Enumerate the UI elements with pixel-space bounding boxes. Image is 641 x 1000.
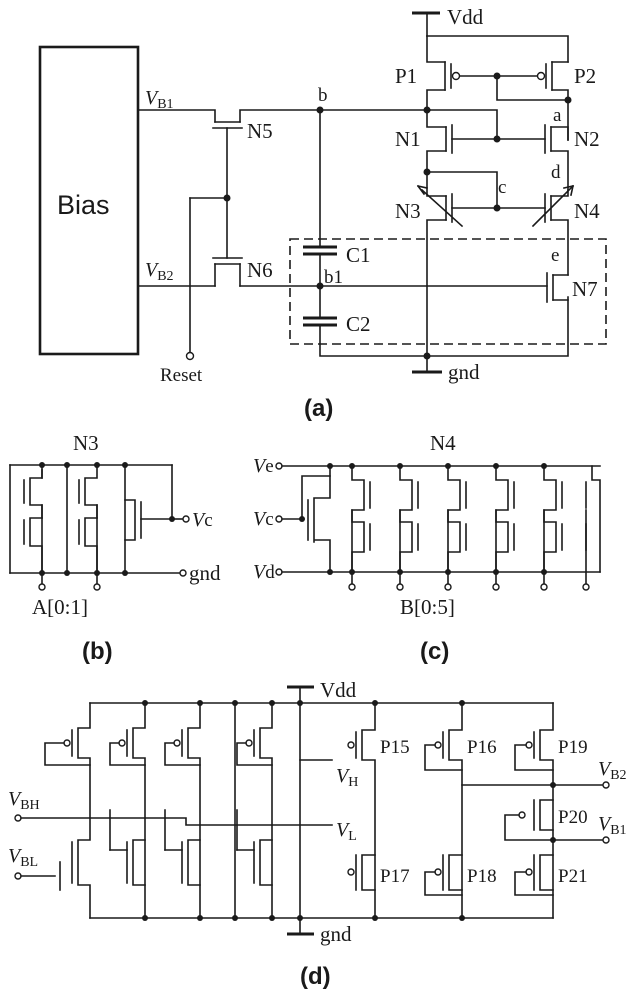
n1-label: N1 [395, 127, 421, 151]
vdd-label-d: Vdd [320, 678, 357, 702]
p20-label: P20 [558, 807, 588, 828]
n4-label: N4 [574, 199, 600, 223]
node-d-label: e [551, 245, 559, 266]
vb1-label-d: VB1 [598, 813, 627, 838]
bus-b-label: B[0:5] [400, 595, 455, 619]
gnd-label-a: gnd [448, 360, 480, 384]
inverter-chain [44, 702, 301, 919]
caption-a: (a) [304, 395, 333, 422]
n3-title: N3 [73, 431, 99, 455]
vbh-label: VBH [8, 788, 40, 813]
node-e-label: d [551, 162, 561, 183]
gnd-label-d: gnd [320, 922, 352, 946]
panel-d: Vdd gnd [8, 678, 627, 990]
caption-c: (c) [420, 638, 449, 665]
ve-label: Ve [253, 455, 274, 477]
bias-label: Bias [57, 190, 110, 220]
vdd-label-a: Vdd [447, 5, 484, 29]
vc-label-b: Vc [192, 509, 213, 531]
gnd-label-b: gnd [189, 561, 221, 585]
p1-label: P1 [395, 64, 417, 88]
p2-label: P2 [574, 64, 596, 88]
n7-label: N6 [247, 258, 273, 282]
bus-a-label: A[0:1] [32, 595, 88, 619]
caption-d: (d) [300, 963, 331, 990]
panel-b: N3 Vc gnd A[0:1] [9, 431, 221, 665]
p16-label: P16 [467, 737, 497, 758]
dashed-box [289, 238, 607, 345]
vbl-label: VBL [8, 845, 38, 870]
vh-label: VH [336, 765, 358, 790]
n6-label: N5 [247, 119, 273, 143]
p18-label: P18 [467, 866, 497, 887]
node-a-label: a [553, 105, 562, 126]
n4-cells [351, 465, 601, 573]
caption-b: (b) [82, 638, 113, 665]
vc-label-c: Vc [253, 508, 274, 530]
node-c-label: c [498, 177, 506, 198]
n5-label: N7 [572, 277, 598, 301]
c1-label: C1 [346, 243, 371, 267]
vb2-label-d: VB2 [598, 758, 627, 783]
vd-label: Vd [253, 561, 275, 583]
reset-label: Reset [160, 365, 203, 386]
node-b-label: b [318, 85, 328, 106]
bias-block [38, 45, 140, 356]
n3-label: N3 [395, 199, 421, 223]
n4-title: N4 [430, 431, 456, 455]
node-b1-label: b1 [324, 267, 343, 288]
vl-label: VL [336, 819, 357, 844]
vb1-label: VB1 [145, 87, 174, 112]
c2-label: C2 [346, 312, 371, 336]
p17-label: P17 [380, 866, 410, 887]
panel-c: N4 Ve Vc Vd [253, 431, 601, 665]
p21-label: P21 [558, 866, 588, 887]
p19-label: P19 [558, 737, 588, 758]
p15-label: P15 [380, 737, 410, 758]
vb2-label: VB2 [145, 259, 174, 284]
n2-label: N2 [574, 127, 600, 151]
panel-a: Bias VB1 N5 Reset N6 VB2 b C1 [38, 5, 607, 422]
